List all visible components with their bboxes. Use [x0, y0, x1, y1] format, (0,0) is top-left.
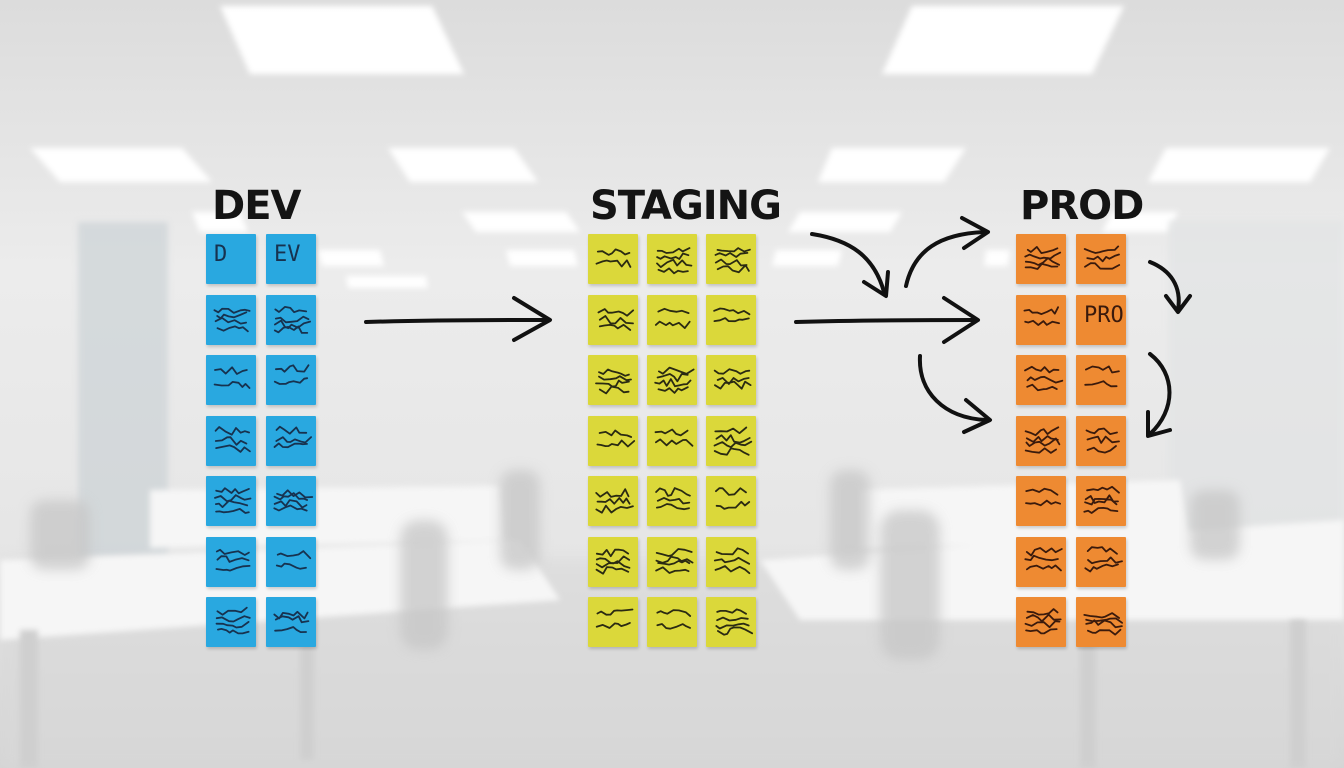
sticky-note-prod-5-1 — [1016, 476, 1066, 526]
sticky-note-staging-2-3 — [706, 294, 756, 345]
sticky-note-dev-5-1 — [206, 476, 256, 526]
sticky-note-dev-4-1 — [206, 415, 256, 466]
sticky-note-text: PRO — [1084, 302, 1124, 328]
sticky-note-text: EV — [274, 242, 301, 267]
sticky-note-text: D — [214, 242, 228, 267]
sticky-note-dev-4-2 — [266, 415, 316, 466]
sticky-note-staging-6-1 — [588, 536, 638, 587]
sticky-note-staging-3-1 — [588, 355, 638, 405]
sticky-note-dev-7-1 — [206, 597, 256, 647]
sticky-note-staging-3-2 — [647, 355, 697, 405]
sticky-note-staging-5-2 — [647, 476, 697, 526]
sticky-note-dev-6-2 — [266, 536, 316, 587]
sticky-note-dev-1-2: EV — [266, 234, 316, 284]
chairs — [30, 470, 1240, 660]
column-title-dev: DEV — [212, 183, 301, 229]
sticky-note-staging-7-1 — [588, 597, 638, 647]
sticky-note-staging-6-3 — [706, 536, 756, 587]
sticky-note-prod-2-2: PRO — [1076, 294, 1126, 345]
sticky-note-dev-3-1 — [206, 355, 256, 405]
sticky-note-prod-7-1 — [1016, 597, 1066, 647]
column-title-prod: PROD — [1020, 183, 1144, 229]
sticky-note-dev-1-1: D — [206, 234, 256, 284]
sticky-note-staging-4-2 — [647, 415, 697, 466]
sticky-note-prod-7-2 — [1076, 597, 1126, 647]
sticky-note-prod-4-1 — [1016, 415, 1066, 466]
sticky-note-prod-1-1 — [1016, 234, 1066, 284]
sticky-note-prod-5-2 — [1076, 476, 1126, 526]
sticky-note-dev-2-1 — [206, 294, 256, 345]
sticky-note-prod-6-1 — [1016, 536, 1066, 587]
column-title-staging: STAGING — [590, 183, 782, 229]
sticky-note-staging-3-3 — [706, 355, 756, 405]
sticky-note-dev-7-2 — [266, 597, 316, 647]
sticky-note-prod-3-1 — [1016, 355, 1066, 405]
sticky-note-staging-7-2 — [647, 597, 697, 647]
sticky-note-prod-2-1 — [1016, 294, 1066, 345]
sticky-note-staging-4-3 — [706, 415, 756, 466]
ceiling-lights — [30, 6, 1330, 288]
sticky-note-staging-6-2 — [647, 536, 697, 587]
sticky-note-prod-6-2 — [1076, 536, 1126, 587]
sticky-note-staging-1-3 — [706, 234, 756, 284]
sticky-note-dev-6-1 — [206, 536, 256, 587]
sticky-note-staging-5-1 — [588, 476, 638, 526]
sticky-note-prod-4-2 — [1076, 415, 1126, 466]
sticky-note-dev-3-2 — [266, 355, 316, 405]
sticky-note-staging-5-3 — [706, 476, 756, 526]
sticky-note-prod-3-2 — [1076, 355, 1126, 405]
sticky-note-prod-1-2 — [1076, 234, 1126, 284]
desk-legs — [20, 620, 1306, 768]
sticky-note-staging-4-1 — [588, 415, 638, 466]
sticky-note-dev-5-2 — [266, 476, 316, 526]
sticky-note-dev-2-2 — [266, 294, 316, 345]
sticky-note-staging-1-1 — [588, 234, 638, 284]
sticky-note-staging-2-2 — [647, 294, 697, 345]
sticky-note-staging-1-2 — [647, 234, 697, 284]
sticky-note-staging-7-3 — [706, 597, 756, 647]
sticky-note-staging-2-1 — [588, 294, 638, 345]
